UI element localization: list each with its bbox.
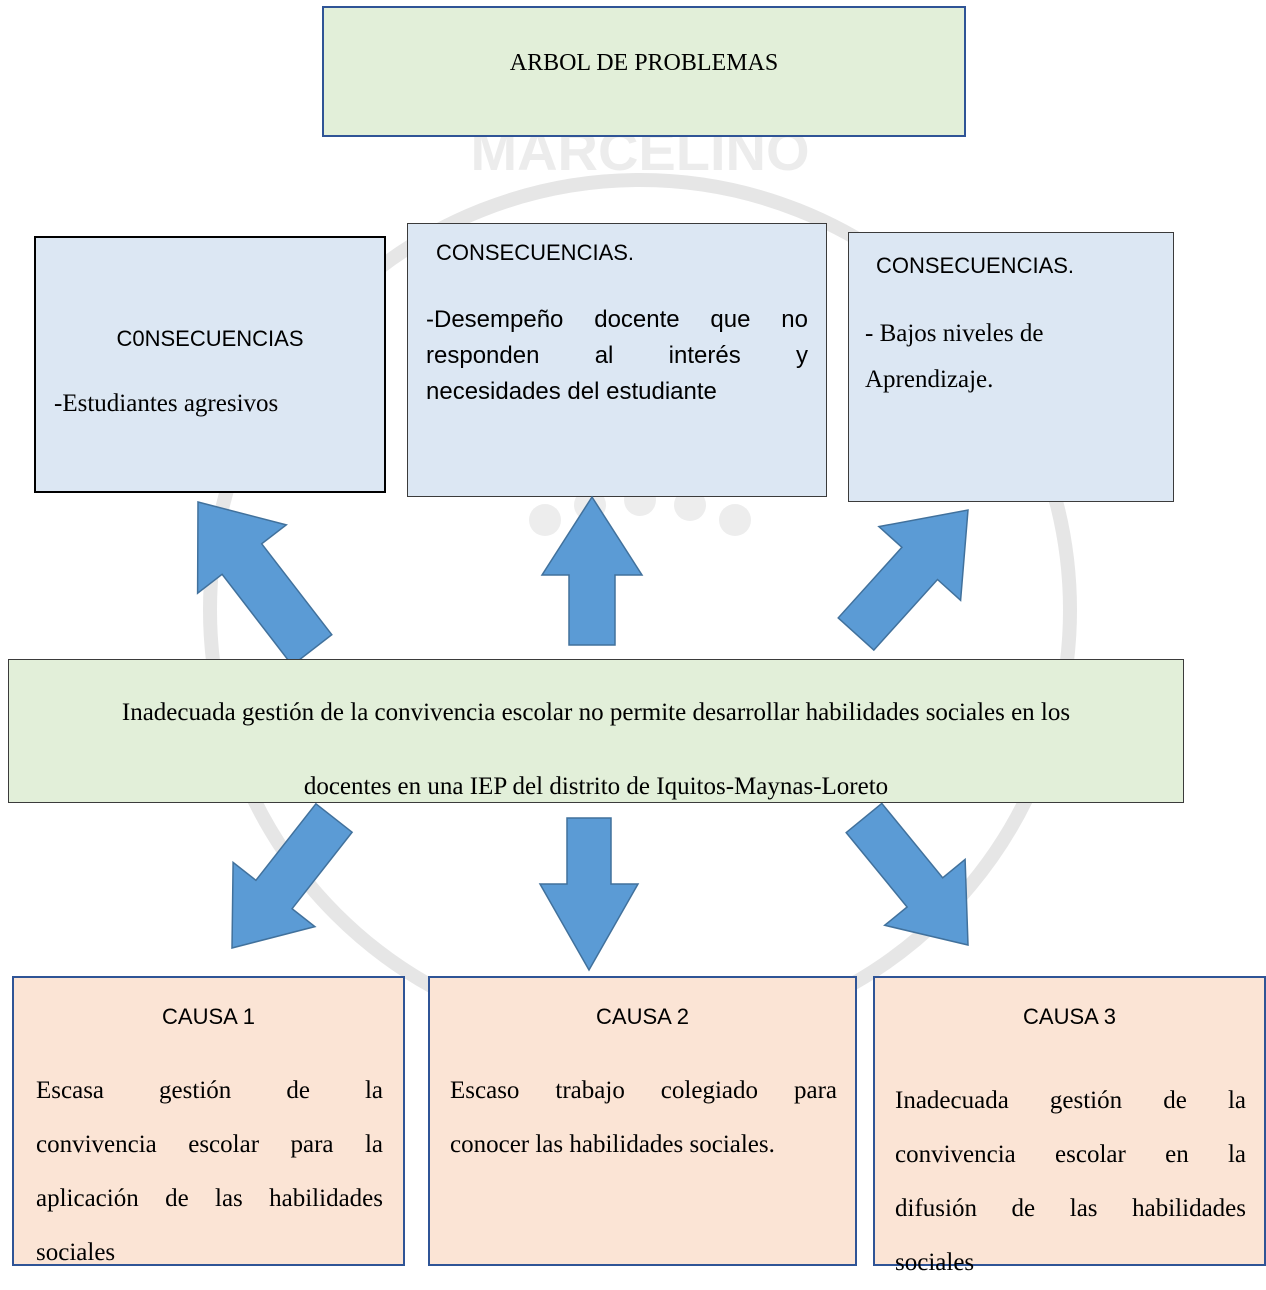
consequence-box-2: CONSECUENCIAS. -Desempeño docente que no… xyxy=(407,223,827,497)
cause-text-2-line: conocer las habilidades sociales. xyxy=(450,1131,775,1158)
cause-box-3: CAUSA 3 Inadecuada gestión de la convive… xyxy=(873,976,1266,1276)
cause-text-3-line: convivencia escolar en la xyxy=(895,1141,1246,1168)
arrow-up-left xyxy=(196,501,333,667)
cause-text-3-line: Inadecuada gestión de la xyxy=(895,1087,1246,1114)
central-problem-line: docentes en una IEP del distrito de Iqui… xyxy=(303,773,889,800)
arrow-up-center xyxy=(540,495,644,646)
cause-text-1-line: aplicación de las habilidades xyxy=(36,1185,383,1212)
cause-box-1: CAUSA 1 Escasa gestión de la convivencia… xyxy=(12,976,405,1266)
central-problem-text: Inadecuada gestión de la convivencia esc… xyxy=(9,676,1183,824)
cause-text-3: Inadecuada gestión de la convivencia esc… xyxy=(895,1074,1246,1290)
central-problem-line: Inadecuada gestión de la convivencia esc… xyxy=(121,699,1071,726)
cause-text-3-line: difusión de las habilidades xyxy=(895,1195,1246,1222)
consequence-box-3: CONSECUENCIAS. - Bajos niveles de Aprend… xyxy=(848,232,1174,502)
consequence-text-3-line: Aprendizaje. xyxy=(865,366,994,393)
consequence-heading-3: CONSECUENCIAS. xyxy=(876,253,1075,278)
consequence-text-2-line: responden al interés y xyxy=(426,342,808,369)
cause-text-1-line: sociales xyxy=(36,1239,116,1266)
consequence-text-3-line: - Bajos niveles de xyxy=(865,320,1044,347)
cause-text-1-line: Escasa gestión de la xyxy=(36,1077,383,1104)
central-problem-box: Inadecuada gestión de la convivencia esc… xyxy=(8,659,1184,803)
arrows-layer xyxy=(196,495,969,972)
consequence-heading-1: C0NSECUENCIAS xyxy=(116,326,304,351)
cause-text-1: Escasa gestión de la convivencia escolar… xyxy=(36,1064,383,1280)
cause-text-2-line: Escaso trabajo colegiado para xyxy=(450,1077,837,1104)
cause-text-2: Escaso trabajo colegiado para conocer la… xyxy=(450,1064,837,1172)
consequence-heading-2: CONSECUENCIAS. xyxy=(436,240,635,265)
cause-text-3-line: sociales xyxy=(895,1249,975,1276)
diagram-title: ARBOL DE PROBLEMAS xyxy=(509,50,779,76)
consequence-box-1: C0NSECUENCIAS -Estudiantes agresivos xyxy=(34,236,386,493)
consequence-text-2-line: -Desempeño docente que no xyxy=(426,306,808,333)
consequence-text-2-line: necesidades del estudiante xyxy=(426,378,717,405)
arrow-down-right xyxy=(845,802,969,946)
cause-heading-2: CAUSA 2 xyxy=(596,1004,689,1029)
arrow-down-left xyxy=(231,802,354,949)
cause-heading-3: CAUSA 3 xyxy=(1023,1004,1116,1029)
cause-heading-1: CAUSA 1 xyxy=(162,1004,255,1029)
consequence-text-3: - Bajos niveles de Aprendizaje. xyxy=(865,311,1135,403)
cause-text-1-line: convivencia escolar para la xyxy=(36,1131,383,1158)
diagram-title-box: ARBOL DE PROBLEMAS xyxy=(322,6,966,137)
cause-box-2: CAUSA 2 Escaso trabajo colegiado para co… xyxy=(428,976,857,1266)
arrow-up-right xyxy=(837,509,969,652)
consequence-text-1: -Estudiantes agresivos xyxy=(54,390,279,417)
arrow-down-center xyxy=(538,817,640,972)
consequence-text-2: -Desempeño docente que no responden al i… xyxy=(426,302,808,410)
